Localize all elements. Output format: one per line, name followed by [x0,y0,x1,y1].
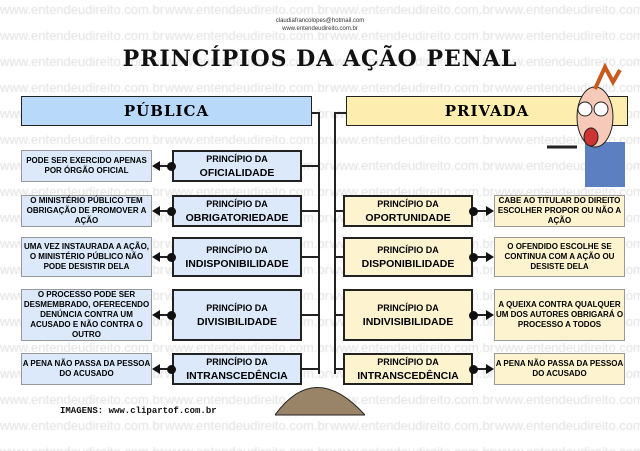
connector-dot [469,310,478,320]
arrow-line [473,314,487,316]
principle-description: PODE SER EXERCIDO APENAS POR ÓRGÃO OFICI… [21,150,152,182]
principle-name: INDISPONIBILIDADE [185,258,289,270]
connector-dot [469,206,478,216]
branch-line [302,210,319,212]
arrow-left-icon [152,364,160,374]
arrow-left-icon [152,206,160,216]
branch-line [302,165,319,167]
description-text: UMA VEZ INSTAURADA A AÇÃO, O MINISTÉRIO … [23,242,150,271]
principle-name: OBRIGATORIEDADE [185,212,289,224]
branch-line [302,314,319,316]
principle-description: O PROCESSO PODE SER DESMEMBRADO, OFERECE… [21,289,152,341]
connector-dot [469,252,478,262]
principle-label: PRINCÍPIO DA [377,357,439,367]
arrow-line [473,368,487,370]
principle-name: INTRANSCEDÊNCIA [186,370,288,382]
principle-box: PRINCÍPIO DA INDIVISIBILIDADE [343,289,473,341]
connector [311,112,319,114]
principle-box: PRINCÍPIO DA OFICIALIDADE [172,150,302,182]
principle-name: DIVISIBILIDADE [197,316,277,328]
arrow-right-icon [486,252,494,262]
principle-box: PRINCÍPIO DA INTRANSCEDÊNCIA [172,353,302,385]
branch-line [302,256,319,258]
principle-name: OFICIALIDADE [199,167,275,179]
branch-line [302,368,319,370]
arrow-left-icon [152,310,160,320]
contact-site: www.entendeudireito.com.br [282,26,358,32]
description-text: O OFENDIDO ESCOLHE SE CONTINUA COM A AÇÃ… [504,242,615,271]
principle-label: PRINCÍPIO DA [377,199,439,209]
arrow-left-icon [152,161,160,171]
connector-dot [469,364,478,374]
principle-label: PRINCÍPIO DA [206,245,268,255]
cartoon-man-illustration [547,62,625,187]
connector-dot [167,252,176,262]
description-text: A PENA NÃO PASSA DA PESSOA DO ACUSADO [495,359,624,378]
principle-name: INDIVISIBILIDADE [362,316,454,328]
arrow-line [156,210,170,212]
description-text: PODE SER EXERCIDO APENAS POR ÓRGÃO OFICI… [26,156,147,175]
arrow-line [473,256,487,258]
principle-label: PRINCÍPIO DA [377,303,439,313]
principle-label: PRINCÍPIO DA [206,303,268,313]
arrow-line [473,210,487,212]
principle-box: PRINCÍPIO DA INTRANSCEDÊNCIA [343,353,473,385]
principle-name: DISPONIBILIDADE [361,258,455,270]
branch-line [335,314,343,316]
principle-box: PRINCÍPIO DA OBRIGATORIEDADE [172,195,302,227]
arrow-right-icon [486,206,494,216]
connector-dot [167,206,176,216]
principle-label: PRINCÍPIO DA [206,357,268,367]
principle-label: PRINCÍPIO DA [377,245,439,255]
principle-box: PRINCÍPIO DA DISPONIBILIDADE [343,237,473,277]
branch-line [335,256,343,258]
image-credit: IMAGENS: www.clipartof.com.br [60,406,217,416]
arrow-line [156,256,170,258]
contact-info: claudiafrancolopes@hotmail.com www.enten… [250,17,390,33]
principle-description: CABE AO TITULAR DO DIREITO ESCOLHER PROP… [494,195,625,227]
arrow-right-icon [486,364,494,374]
principle-description: O MINISTÉRIO PÚBLICO TEM OBRIGAÇÃO DE PR… [21,195,152,227]
connector-dot [167,310,176,320]
principle-box: PRINCÍPIO DA OPORTUNIDADE [343,195,473,227]
principle-description: A PENA NÃO PASSA DA PESSOA DO ACUSADO [21,353,152,385]
description-text: A PENA NÃO PASSA DA PESSOA DO ACUSADO [22,359,151,378]
branch-line [335,368,343,370]
principle-label: PRINCÍPIO DA [206,199,268,209]
arrow-left-icon [152,252,160,262]
connector-dot [167,161,176,171]
principle-box: PRINCÍPIO DA INDISPONIBILIDADE [172,237,302,277]
contact-email: claudiafrancolopes@hotmail.com [275,18,365,24]
connector [334,112,346,114]
principle-label: PRINCÍPIO DA [206,154,268,164]
page-title: PRINCÍPIOS DA AÇÃO PENAL [122,46,518,72]
privada-trunk [334,112,336,374]
principle-description: UMA VEZ INSTAURADA A AÇÃO, O MINISTÉRIO … [21,237,152,277]
arrow-line [156,368,170,370]
connector-dot [167,364,176,374]
publica-trunk [318,112,320,374]
description-text: CABE AO TITULAR DO DIREITO ESCOLHER PROP… [497,196,622,225]
principle-description: A QUEIXA CONTRA QUALQUER UM DOS AUTORES … [494,289,625,341]
publica-header: PÚBLICA [21,96,312,126]
principle-description: O OFENDIDO ESCOLHE SE CONTINUA COM A AÇÃ… [494,237,625,277]
arrow-line [156,314,170,316]
arrow-line [156,165,170,167]
principle-name: INTRANSCEDÊNCIA [357,370,459,382]
description-text: O MINISTÉRIO PÚBLICO TEM OBRIGAÇÃO DE PR… [26,196,147,225]
principle-box: PRINCÍPIO DA DIVISIBILIDADE [172,289,302,341]
branch-line [335,210,343,212]
arrow-right-icon [486,310,494,320]
description-text: A QUEIXA CONTRA QUALQUER UM DOS AUTORES … [495,300,624,329]
description-text: O PROCESSO PODE SER DESMEMBRADO, OFERECE… [23,290,150,339]
principle-description: A PENA NÃO PASSA DA PESSOA DO ACUSADO [494,353,625,385]
principle-name: OPORTUNIDADE [365,212,451,224]
dirt-pile-illustration [275,387,365,416]
